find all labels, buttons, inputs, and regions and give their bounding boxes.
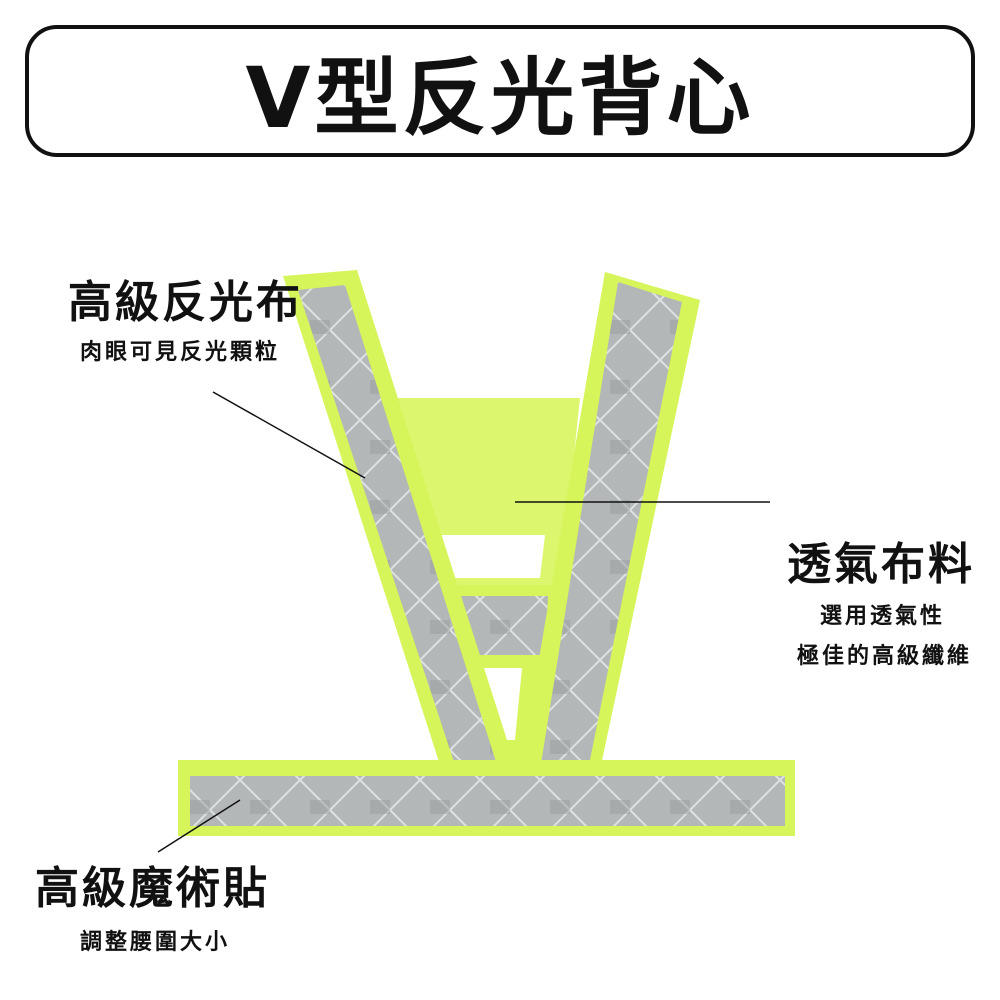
leader-line-reflective	[212, 391, 366, 479]
velcro-desc: 調整腰圍大小	[80, 930, 231, 955]
waist-belt-reflective	[190, 776, 785, 826]
reflective-title: 高級反光布	[68, 277, 303, 328]
reflective-desc: 肉眼可見反光顆粒	[80, 340, 281, 365]
leader-line-velcro	[157, 799, 241, 853]
velcro-title: 高級魔術貼	[35, 863, 270, 914]
breathable-title: 透氣布料	[787, 539, 975, 590]
mesh-cutout-top	[425, 535, 545, 578]
page-title: V型反光背心	[245, 48, 755, 147]
breathable-desc-2: 極佳的高級纖維	[796, 644, 972, 669]
left-strap-reflective	[298, 285, 497, 765]
right-strap-reflective	[540, 282, 682, 770]
title-box: V型反光背心	[25, 25, 975, 157]
breathable-desc-1: 選用透氣性	[819, 604, 945, 629]
